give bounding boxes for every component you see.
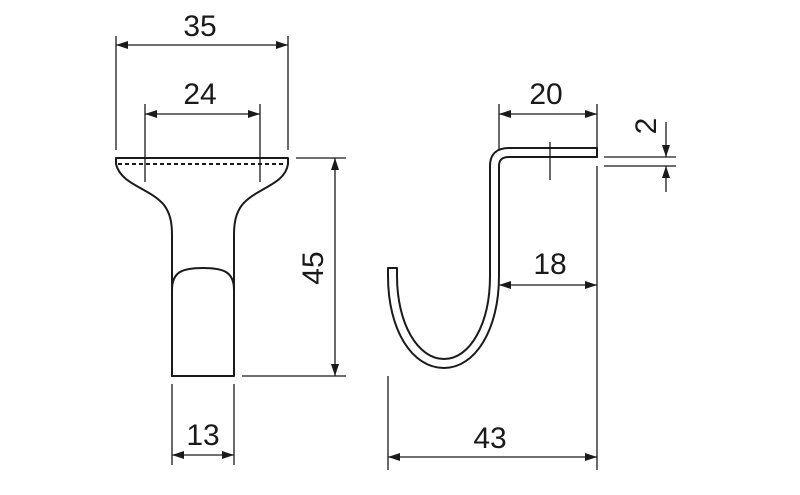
- front-view: [115, 150, 289, 377]
- dimension-overall-width-label: 35: [183, 10, 216, 43]
- dimension-hook-reach: 18: [499, 166, 598, 470]
- dimension-thickness: 2: [604, 118, 676, 192]
- dimension-overall-depth: 43: [387, 376, 597, 470]
- dimension-top-length-label: 20: [529, 78, 562, 111]
- dimension-top-length: 20: [498, 78, 598, 150]
- dimension-height-label: 45: [297, 251, 330, 284]
- dimension-hook-reach-label: 18: [533, 248, 566, 281]
- dimension-height: 45: [242, 157, 346, 377]
- dimension-overall-depth-label: 43: [473, 422, 506, 455]
- dimension-screw-spacing: 24: [144, 78, 261, 150]
- dimension-screw-spacing-label: 24: [183, 78, 216, 111]
- dimension-arm-width: 13: [171, 384, 235, 465]
- front-view-outline: [115, 157, 289, 377]
- side-view-outline: [387, 147, 598, 369]
- dimension-thickness-label: 2: [630, 118, 663, 135]
- dimension-overall-width: 35: [115, 10, 289, 150]
- front-view-arm-recess: [171, 267, 235, 377]
- dimension-arm-width-label: 13: [186, 419, 219, 452]
